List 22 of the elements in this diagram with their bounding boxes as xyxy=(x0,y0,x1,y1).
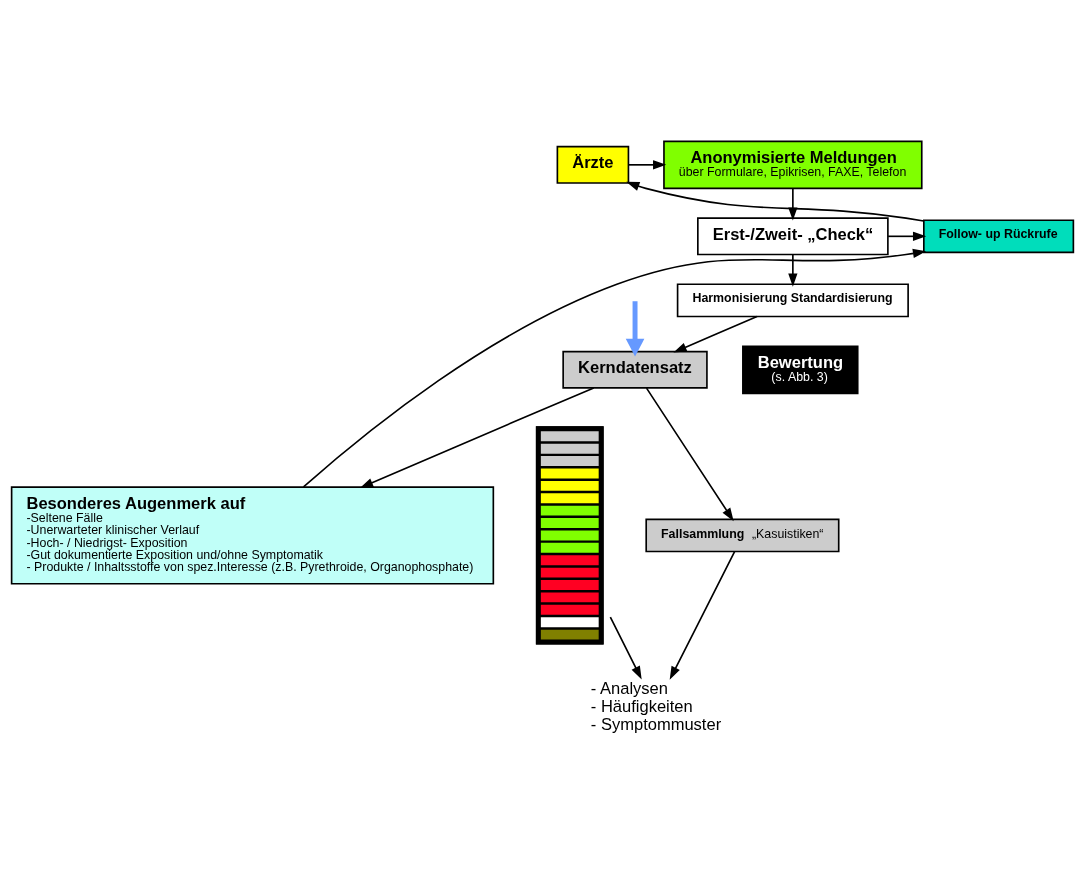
node-box: Kerndatensatz xyxy=(562,350,708,389)
arrow xyxy=(625,301,645,357)
node-box: Fallsammlung „Kasuistiken“ xyxy=(645,518,840,553)
node-box: Anonymisierte Meldungen über Formulare, Epikrisen, FAXE, Telefon xyxy=(663,140,923,190)
node-box: Ärzte xyxy=(556,145,630,184)
node-box: Bewertung (s. Abb. 3) xyxy=(742,345,859,395)
arrow xyxy=(645,387,734,522)
node-text: - Analysen - Häufigkeiten - Symptommuster xyxy=(590,679,722,735)
arrow xyxy=(669,550,736,680)
node-box: Erst-/Zweit- „Check“ xyxy=(697,217,889,256)
arrow xyxy=(302,248,927,488)
arrow xyxy=(788,187,798,221)
arrow xyxy=(359,387,595,489)
arrow xyxy=(673,315,758,353)
arrow xyxy=(626,181,925,222)
arrow xyxy=(887,231,927,241)
arrow xyxy=(627,160,667,170)
arrow xyxy=(788,253,798,287)
node-box: Harmonisierung Standardisierung xyxy=(676,283,909,318)
node-box: Follow- up Rückrufe xyxy=(923,219,1075,254)
arrow xyxy=(609,616,642,680)
node-box: Besonderes Augenmerk auf -Seltene Fälle -Unerwarteter klinischer Verlauf -Hoch- / Niedrigst- Exposition -Gut dokumentierte Exposition und/ohne Symptomatik - Produkte / Inhaltsstoffe von spez.Interesse (z.B. Pyrethroide, Organophosphate) xyxy=(10,486,495,585)
